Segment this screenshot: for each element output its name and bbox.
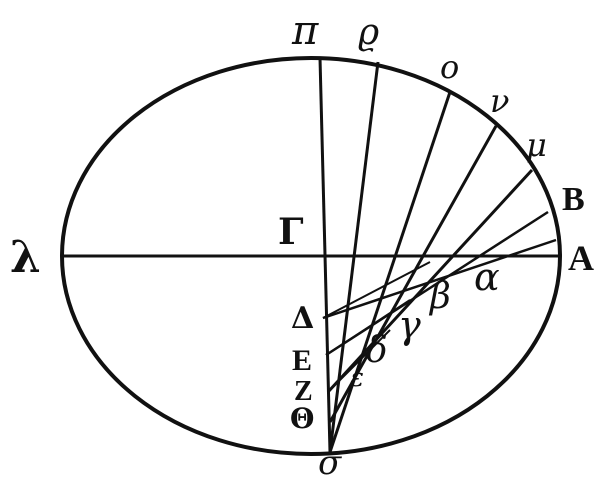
ray-sigma-rho: [328, 61, 380, 453]
label-rho: ϱ: [358, 12, 379, 53]
label-beta: β: [428, 276, 451, 317]
label-epsilon: ε: [350, 363, 364, 393]
ray-delta-a: [322, 238, 557, 320]
chord-e-beta: [325, 299, 411, 356]
ray-theta-nu: [328, 125, 498, 423]
label-delta-upper: Δ: [291, 301, 314, 336]
label-b: B: [562, 181, 585, 218]
label-nu: ν: [490, 82, 509, 120]
ray-sigma-omicron: [328, 91, 452, 453]
label-alpha: α: [474, 255, 500, 299]
label-delta-lower: δ: [366, 330, 388, 371]
label-theta: Θ: [290, 402, 314, 435]
label-a: A: [568, 238, 594, 278]
label-lambda: λ: [10, 232, 41, 283]
label-gamma-lower: γ: [398, 303, 421, 347]
label-mu: μ: [526, 126, 547, 164]
label-e: E: [292, 344, 312, 377]
label-z: Z: [294, 376, 313, 407]
label-gamma-upper: Γ: [278, 211, 304, 253]
minor-axis-line: [318, 57, 332, 453]
label-omicron: ο: [440, 48, 459, 86]
chord-delta-alpha: [322, 261, 431, 319]
label-sigma: σ: [318, 443, 342, 477]
chord-z-gamma: [327, 329, 391, 393]
label-pi: π: [291, 8, 319, 54]
